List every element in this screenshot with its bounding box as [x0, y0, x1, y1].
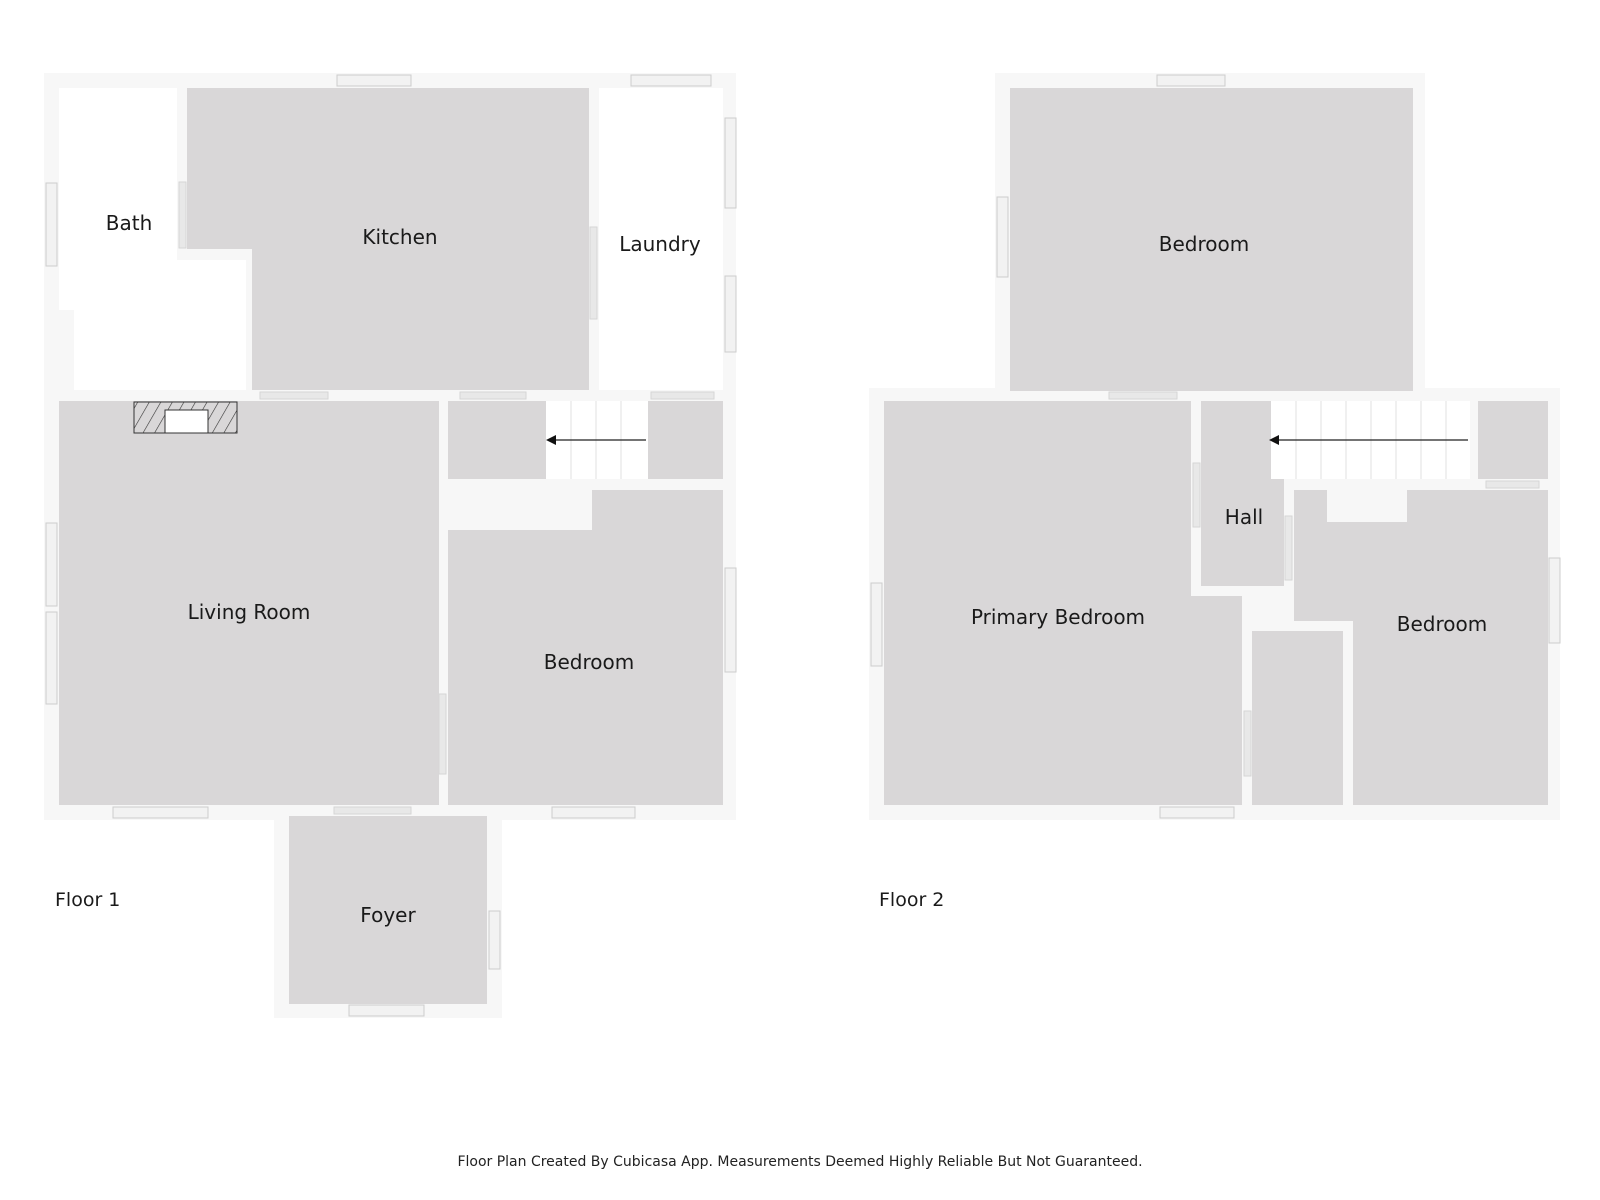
foyer-room	[289, 816, 487, 1004]
closet-floor-2	[1252, 631, 1343, 805]
footer-disclaimer: Floor Plan Created By Cubicasa App. Meas…	[457, 1154, 1143, 1170]
bath-room	[59, 88, 246, 390]
fireplace-icon	[133, 401, 238, 434]
floor-label-1: Floor 1	[55, 889, 120, 911]
stair-landing-right	[648, 401, 723, 479]
living-room	[59, 401, 439, 805]
room-label-laundry: Laundry	[619, 232, 701, 256]
room-label-bedroom: Bedroom	[544, 650, 634, 674]
floor-2-door-openings	[1108, 391, 1540, 777]
room-label-bedroom-top: Bedroom	[1159, 232, 1249, 256]
hall	[1201, 401, 1284, 586]
room-label-foyer: Foyer	[360, 903, 416, 927]
floor-2-windows	[870, 74, 1561, 819]
floor-1-windows	[45, 74, 737, 1017]
floor-2-plan: Bedroom Primary Bedroom Hall Bedroom Flo…	[869, 73, 1561, 911]
room-label-bedroom-right: Bedroom	[1397, 612, 1487, 636]
room-label-bath: Bath	[106, 211, 153, 235]
stair-landing-left	[448, 401, 546, 479]
floor-1-door-openings	[178, 181, 715, 815]
stair-landing-floor-2	[1478, 401, 1548, 479]
floor-label-2: Floor 2	[879, 889, 944, 911]
bedroom-floor-1	[448, 490, 723, 805]
bedroom-right-floor-2	[1294, 490, 1548, 805]
room-label-primary-bedroom: Primary Bedroom	[971, 605, 1145, 629]
room-label-living-room: Living Room	[188, 600, 311, 624]
laundry-room	[599, 88, 723, 390]
kitchen-room	[187, 88, 589, 390]
bedroom-top-floor-2	[1010, 88, 1413, 391]
room-label-kitchen: Kitchen	[362, 225, 437, 249]
stair-arrow-floor-1	[546, 435, 646, 445]
stair-arrow-floor-2	[1269, 435, 1468, 445]
primary-bedroom	[884, 401, 1242, 805]
room-label-hall: Hall	[1225, 505, 1263, 529]
floor-1-plan: Bath Kitchen Laundry Living Room Bedroom…	[44, 73, 737, 1018]
